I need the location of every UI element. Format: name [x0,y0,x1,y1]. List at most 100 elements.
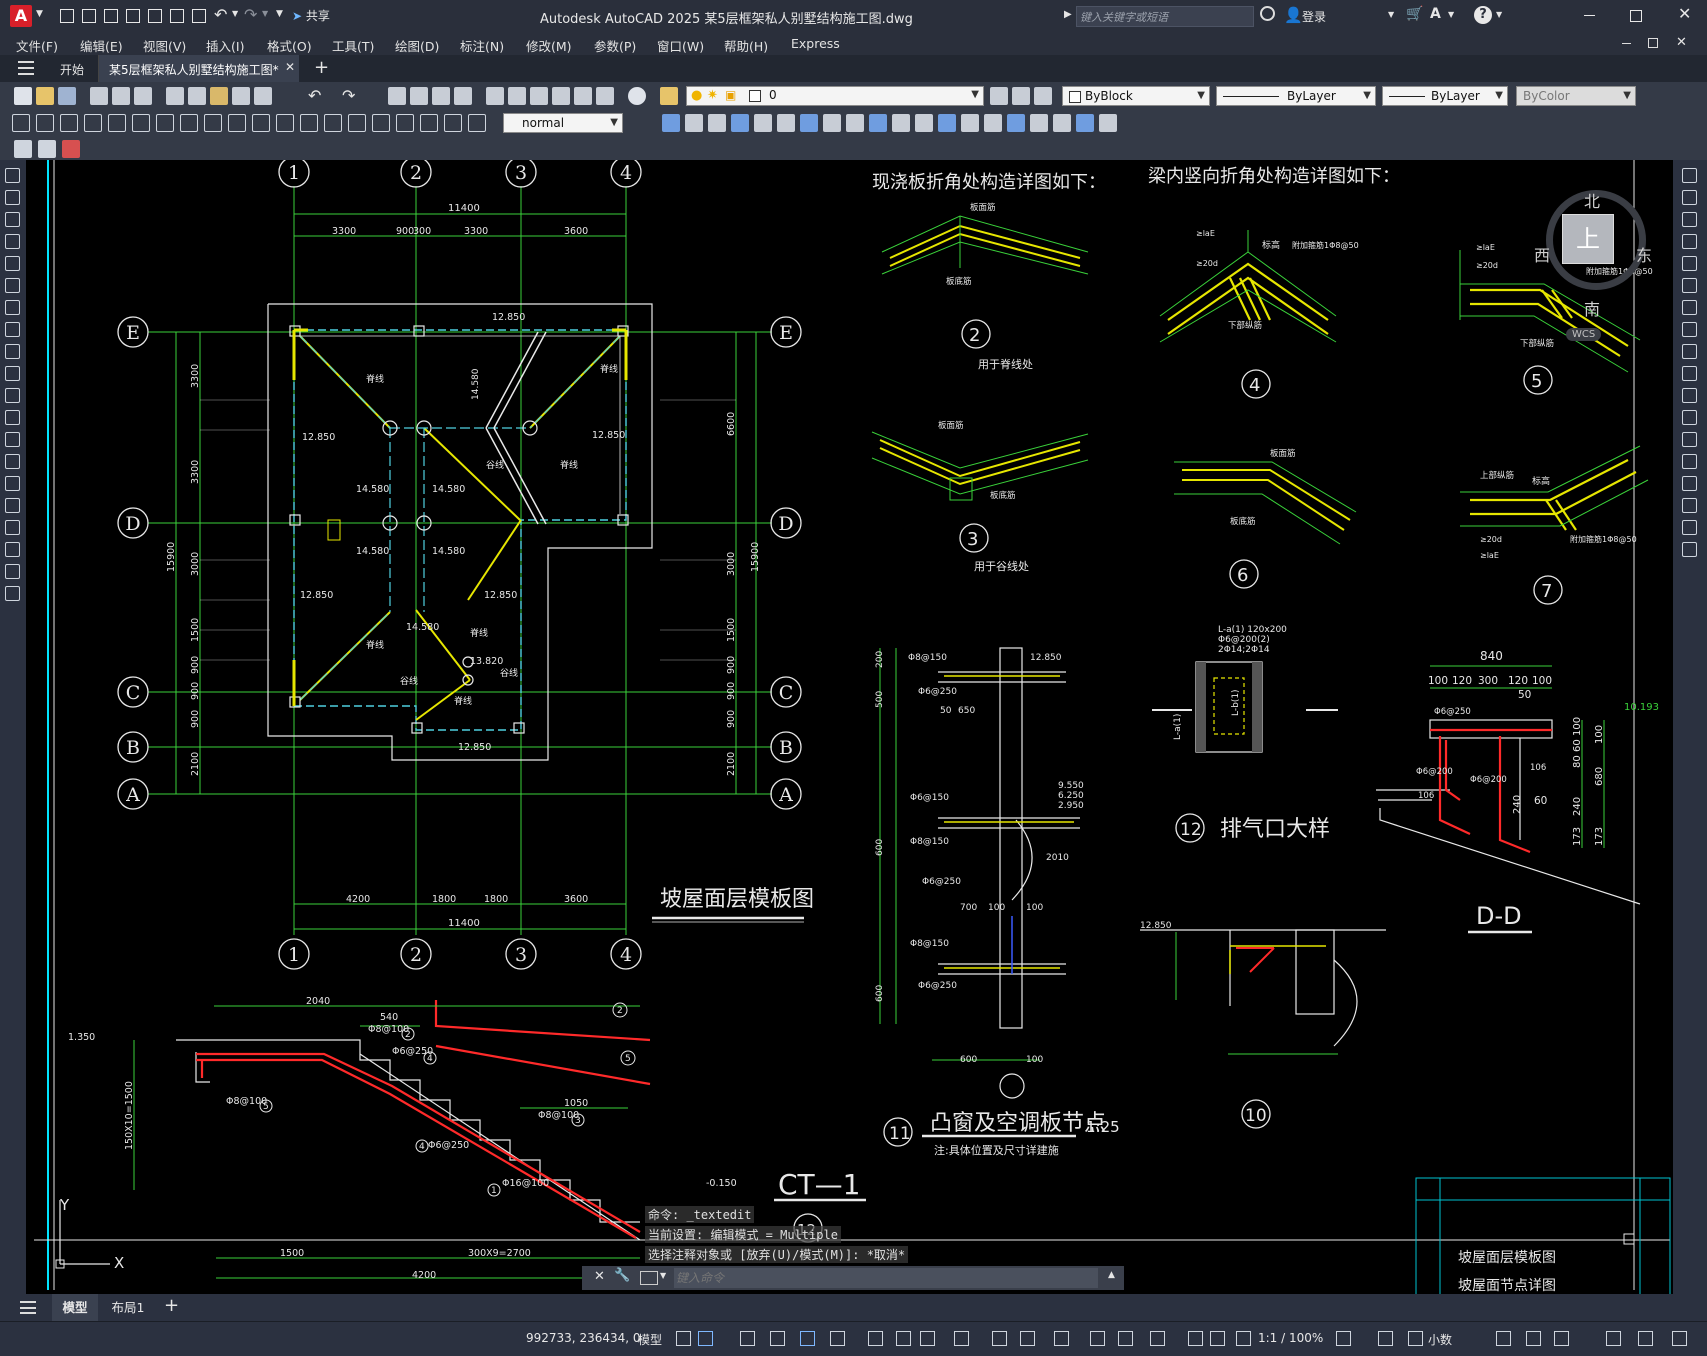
layer-freeze-icon[interactable]: ✷ [707,88,718,103]
chamfer-icon[interactable] [1682,476,1697,491]
stretch-icon[interactable] [1682,344,1697,359]
tab-active-drawing[interactable]: 某5层框架私人别墅结构施工图* ✕ [99,55,299,82]
cut-icon[interactable] [166,87,184,105]
selection-cycling-icon[interactable] [1020,1331,1035,1346]
publish-icon[interactable] [134,87,152,105]
circle-icon[interactable] [5,300,20,315]
open-web-icon[interactable] [148,9,162,23]
object-snap-tracking-icon[interactable] [896,1331,911,1346]
new-file-icon[interactable] [60,9,74,23]
save-as-icon[interactable] [126,9,140,23]
dim-update-icon[interactable] [468,114,486,132]
mirror-icon[interactable] [1682,212,1697,227]
undo-dropdown-icon[interactable]: ▼ [232,9,239,18]
copy-icon[interactable] [1682,190,1697,205]
dynamic-input-icon[interactable] [770,1331,785,1346]
close-icon[interactable]: ✕ [1678,4,1692,23]
render-icon[interactable] [1053,114,1071,132]
linetype-dropdown[interactable]: ByLayer▼ [1216,86,1376,106]
app-menu-chevron-icon[interactable]: ▼ [36,9,43,19]
explode-text-icon[interactable] [62,140,80,158]
free-orbit-icon[interactable] [685,114,703,132]
command-customize-icon[interactable]: 🔧 [614,1268,631,1283]
save-web-icon[interactable] [170,9,184,23]
extend-icon[interactable] [1682,388,1697,403]
polar-tracking-icon[interactable] [830,1331,845,1346]
menu-help[interactable]: 帮助(H) [724,39,769,54]
auto-scale-icon[interactable] [1210,1331,1225,1346]
search-input[interactable] [1076,6,1254,27]
erase-icon[interactable] [1682,168,1697,183]
autocad-logo-icon[interactable]: A [10,5,32,27]
layer-previous-icon[interactable] [1012,87,1030,105]
viewcube-north[interactable]: 北 [1584,192,1601,211]
lineweight-dropdown[interactable]: ByLayer▼ [1382,86,1508,106]
units-display[interactable]: 小数 [1428,1333,1453,1347]
tab-start[interactable]: 开始 [48,55,99,82]
ucs-face-icon[interactable] [823,114,841,132]
customize-icon[interactable] [1672,1331,1687,1346]
annotation-scale[interactable]: 1:1 / 100% [1258,1331,1324,1345]
new-tab-button[interactable]: + [314,57,330,78]
transparency-icon[interactable] [992,1331,1007,1346]
jogged-linear-icon[interactable] [396,114,414,132]
arc-length-dim-icon[interactable] [60,114,78,132]
share-button[interactable]: ➤ 共享 [292,7,330,24]
layout-menu-icon[interactable] [20,1301,36,1314]
text-edit-icon[interactable] [14,140,32,158]
table-icon[interactable] [5,542,20,557]
ordinate-dim-icon[interactable] [84,114,102,132]
spline-icon[interactable] [5,344,20,359]
ucs-object-icon[interactable] [846,114,864,132]
blend-curves-icon[interactable] [1682,520,1697,535]
open-folder-icon[interactable] [82,9,96,23]
paste-icon[interactable] [210,87,228,105]
selection-filter-icon[interactable] [1118,1331,1133,1346]
arc-icon[interactable] [5,278,20,293]
ucs-icon[interactable] [754,114,772,132]
graphics-performance-icon[interactable] [1606,1331,1621,1346]
layer-lock-icon[interactable]: ▣ [725,88,737,102]
plot-icon[interactable] [192,9,206,23]
scale-icon[interactable] [1682,322,1697,337]
radius-dim-icon[interactable] [108,114,126,132]
dimstyle-dropdown[interactable]: normal▼ [503,113,623,133]
command-close-icon[interactable]: ✕ [594,1269,605,1284]
login-link[interactable]: 登录 [1302,10,1327,24]
zoom-previous-icon[interactable] [454,87,472,105]
qsave-icon[interactable] [58,87,76,105]
viewcube-west[interactable]: 西 [1534,246,1551,265]
customize-qat-icon[interactable]: ▼ [276,9,283,19]
redo-dropdown-icon[interactable]: ▼ [262,9,269,18]
matchprop-icon[interactable] [232,87,250,105]
layer-dropdown[interactable]: ● ✷ ▣ 0 ▼ [686,86,984,106]
quick-dim-icon[interactable] [204,114,222,132]
command-input[interactable] [674,1268,1098,1288]
tab-close-icon[interactable]: ✕ [285,60,296,74]
isolate-objects-icon[interactable] [1554,1331,1569,1346]
quick-properties-icon[interactable] [1496,1331,1511,1346]
maximize-icon[interactable] [1630,10,1642,22]
dynamic-ucs-icon[interactable] [1090,1331,1105,1346]
annotation-scale-icon-icon[interactable] [1236,1331,1251,1346]
units-icon-icon[interactable] [1408,1331,1423,1346]
tab-model[interactable]: 模型 [52,1294,98,1321]
ucs-apply-icon[interactable] [1030,114,1048,132]
break-at-point-icon[interactable] [1682,410,1697,425]
ucs-x-icon[interactable] [961,114,979,132]
search-icon[interactable] [1260,6,1275,21]
sheet-set-icon[interactable] [552,87,570,105]
menu-tools[interactable]: 工具(T) [332,39,375,54]
ucs-zaxis-icon[interactable] [915,114,933,132]
properties-icon[interactable] [486,87,504,105]
doc-close-icon[interactable]: ✕ [1676,35,1687,50]
open-icon[interactable] [36,87,54,105]
insert-block-icon[interactable] [5,410,20,425]
toolbar-undo-icon[interactable]: ↶ [308,86,322,105]
hatch-icon[interactable] [5,476,20,491]
autodesk-a360-icon[interactable]: A [1430,6,1441,22]
menu-insert[interactable]: 插入(I) [206,39,245,54]
viewcube-wcs-button[interactable]: WCS [1566,328,1602,341]
jogged-dim-icon[interactable] [132,114,150,132]
ellipse-icon[interactable] [5,366,20,381]
